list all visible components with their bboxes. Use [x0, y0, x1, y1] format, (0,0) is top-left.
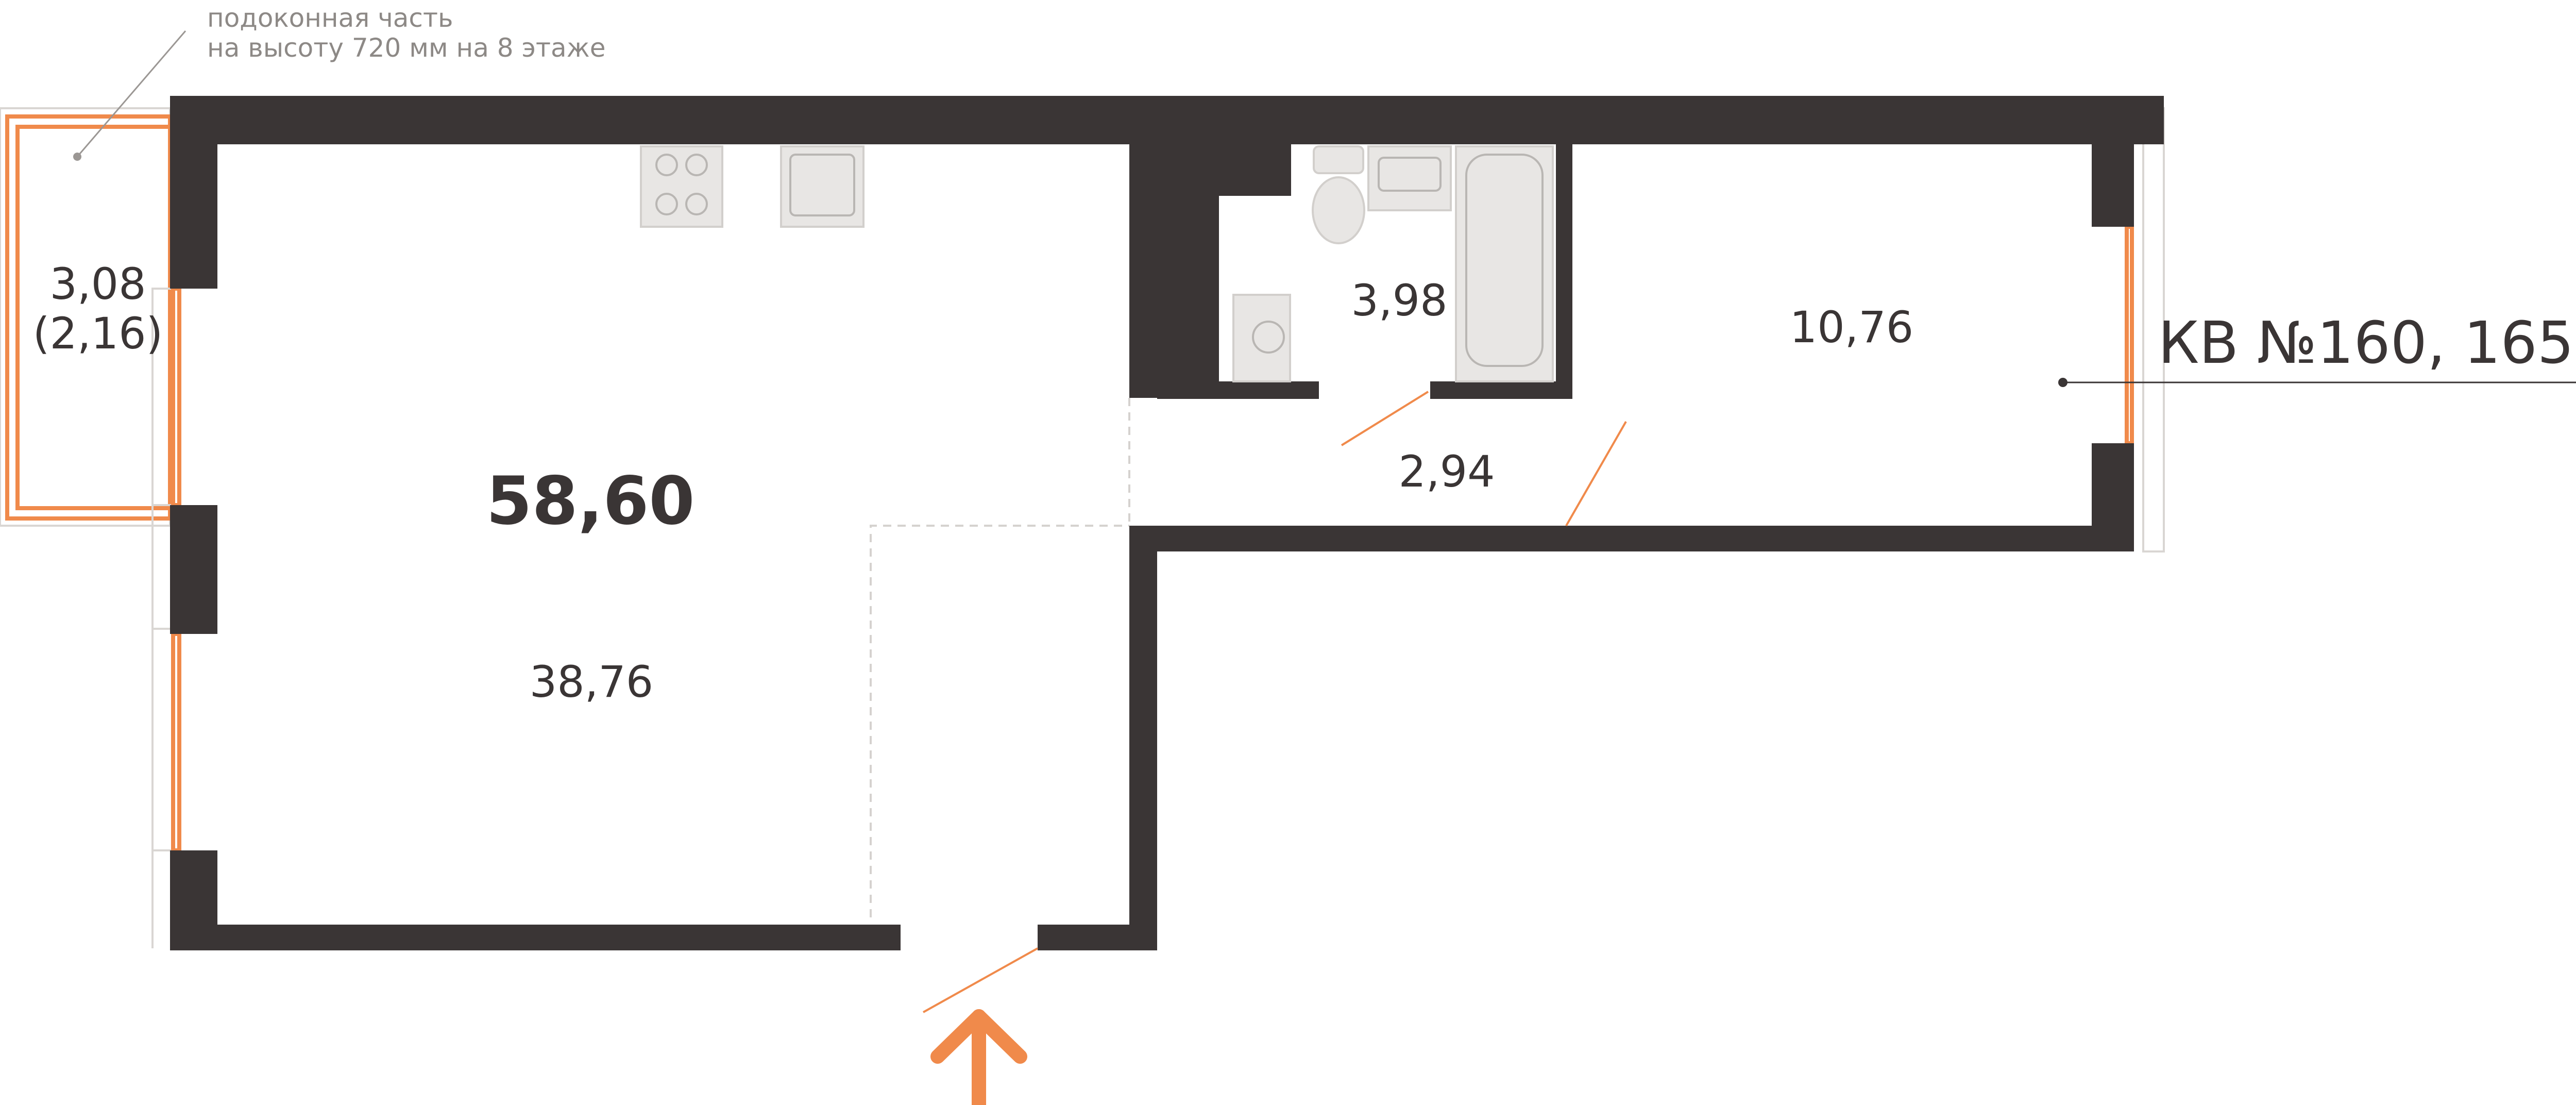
toilet-icon: [1312, 145, 1365, 244]
stove-icon: [640, 145, 723, 228]
washbasin-icon: [1367, 145, 1452, 211]
corridor-area: 2,94: [1398, 446, 1495, 497]
note-leader-dot: [73, 153, 81, 161]
apartment-leader-dot: [2058, 378, 2067, 387]
living-room-area: 38,76: [530, 657, 653, 707]
bedroom-area: 10,76: [1790, 302, 1913, 353]
entrance-arrow-icon: [930, 1009, 1027, 1105]
loggia-area-reduced: (2,16): [33, 308, 163, 359]
bathtub-icon: [1455, 145, 1554, 382]
note-line-2: на высоту 720 мм на 8 этаже: [207, 33, 605, 63]
kitchen-sink-icon: [780, 145, 865, 228]
note-leader-line: [76, 30, 187, 157]
zone-boundaries: [870, 398, 1130, 917]
bathroom-area: 3,98: [1351, 275, 1447, 326]
loggia-area: 3,08: [49, 259, 146, 309]
note-line-1: подоконная часть: [207, 3, 453, 33]
loggia: [0, 107, 172, 527]
walls: [170, 96, 2164, 950]
door-swings: [923, 391, 1627, 1013]
apartment-label: КВ №160, 165: [2158, 310, 2574, 377]
washing-machine-icon: [1232, 294, 1291, 382]
total-area: 58,60: [486, 463, 695, 540]
